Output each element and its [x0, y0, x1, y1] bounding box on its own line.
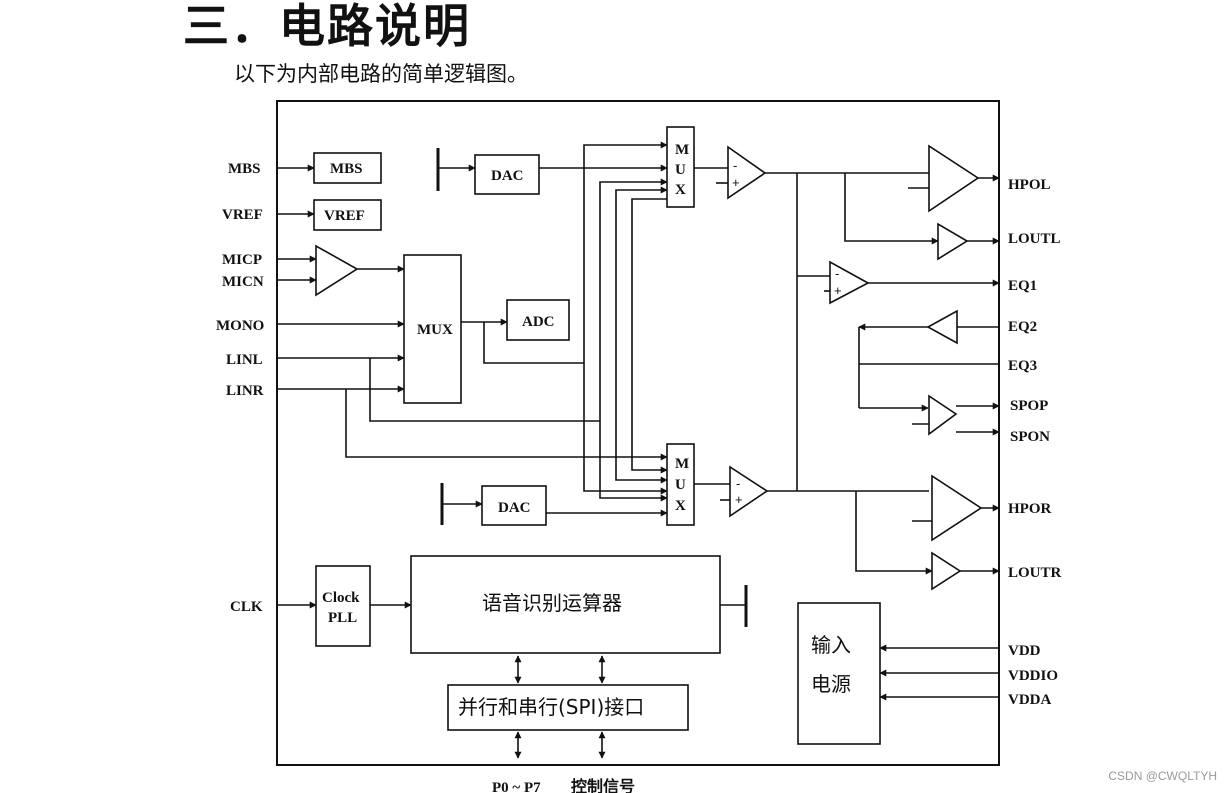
control-signal-label: 控制信号 [571, 777, 635, 793]
center-mux-label: MUX [417, 322, 453, 338]
pin-loutl: LOUTL [1008, 231, 1061, 247]
top-mux-letter-x: X [675, 182, 686, 198]
pin-vref: VREF [222, 207, 263, 223]
pin-mono: MONO [216, 318, 264, 334]
mic-amplifier [315, 244, 359, 297]
pin-micn: MICN [222, 274, 264, 290]
page-title: 三．电路说明 [183, 0, 471, 53]
eq2-buffer [926, 309, 958, 345]
bottom-amp-plus: + [735, 492, 743, 507]
dac-top-label: DAC [491, 168, 524, 184]
speaker-amp [928, 394, 958, 436]
hpor-driver [931, 474, 983, 542]
top-mux-letter-m: M [675, 142, 689, 158]
pin-vdda: VDDA [1008, 692, 1051, 708]
top-op-amp [727, 145, 767, 200]
pin-eq1: EQ1 [1008, 278, 1037, 294]
top-amp-minus: - [733, 158, 737, 173]
top-mux-letter-u: U [675, 162, 686, 178]
eq1-amp-plus: + [834, 283, 842, 298]
pin-spop: SPOP [1010, 398, 1048, 414]
adc-block [506, 299, 570, 341]
hpol-driver [928, 144, 980, 213]
pin-vdd: VDD [1008, 643, 1041, 659]
clock-pll-label-line1: Clock [322, 590, 360, 606]
interface-block [447, 684, 689, 731]
mbs-block-label: MBS [330, 161, 363, 177]
pin-hpor: HPOR [1008, 501, 1051, 517]
speech-engine-label: 语音识别运算器 [482, 591, 622, 615]
eq1-amp-minus: - [835, 266, 839, 281]
adc-block-label: ADC [522, 314, 555, 330]
bottom-op-amp [729, 465, 769, 518]
bottom-mux-letter-x: X [675, 498, 686, 514]
center-mux [403, 254, 462, 404]
pin-eq3: EQ3 [1008, 358, 1037, 374]
pin-hpol: HPOL [1008, 177, 1051, 193]
pin-loutr: LOUTR [1008, 565, 1062, 581]
pin-clk: CLK [230, 599, 263, 615]
bottom-amp-minus: - [736, 476, 740, 491]
dac-bottom-label: DAC [498, 500, 531, 516]
pin-linr: LINR [226, 383, 264, 399]
page-subtitle: 以下为内部电路的简单逻辑图。 [234, 62, 528, 86]
pin-eq2: EQ2 [1008, 319, 1037, 335]
dac-top-block [474, 154, 540, 195]
ports-label: P0 ~ P7 [492, 780, 541, 793]
watermark: CSDN @CWQLTYH [1108, 769, 1217, 783]
power-label-line2: 电源 [811, 672, 851, 696]
clock-pll-block [315, 565, 371, 647]
chip-outline [276, 100, 1000, 766]
top-mux [666, 126, 695, 208]
pin-linl: LINL [226, 352, 263, 368]
top-amp-plus: + [732, 175, 740, 190]
interface-label: 并行和串行(SPI)接口 [458, 695, 644, 719]
vref-block-label: VREF [324, 208, 365, 224]
pin-vddio: VDDIO [1008, 668, 1058, 684]
pin-micp: MICP [222, 252, 262, 268]
bottom-mux-letter-u: U [675, 477, 686, 493]
eq1-op-amp [829, 260, 870, 305]
clock-pll-label-line2: PLL [328, 610, 357, 626]
bottom-mux-letter-m: M [675, 456, 689, 472]
pin-spon: SPON [1010, 429, 1050, 445]
power-label-line1: 输入 [811, 633, 851, 657]
loutr-buffer [931, 551, 962, 591]
dac-bottom-block [481, 485, 547, 526]
loutl-buffer [937, 222, 969, 261]
pin-mbs: MBS [228, 161, 261, 177]
